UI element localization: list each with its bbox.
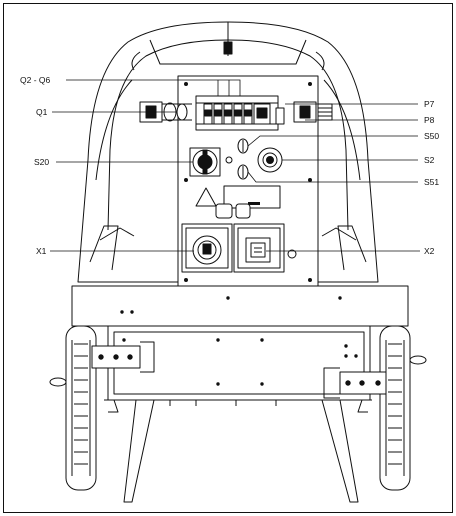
- selector-switch-s20: [189, 147, 221, 177]
- label-p7: P7: [424, 99, 435, 109]
- indicator-lamp-s51: [237, 164, 249, 180]
- left-bracket: [91, 341, 155, 373]
- label-q1: Q1: [36, 107, 48, 117]
- label-p8: P8: [424, 115, 435, 125]
- circuit-breaker-row: [195, 95, 285, 131]
- leader-lines: [50, 79, 420, 252]
- indicator-lamp-s50: [237, 138, 249, 154]
- cable-clamps: [215, 203, 251, 219]
- socket-outlet-x2: [233, 223, 285, 273]
- right-wheel: [379, 325, 427, 491]
- lower-chassis: [107, 325, 371, 406]
- machine-deck: [71, 285, 409, 327]
- label-s20: S20: [34, 157, 49, 167]
- right-cable-glands: [293, 101, 333, 123]
- left-stabiliser-leg: [104, 399, 155, 503]
- right-stabiliser-leg: [321, 399, 372, 503]
- warning-triangle-icon: [195, 187, 217, 207]
- callout-labels: Q2 - Q6 Q1 S20 X1 P7 P8 S50 S2 S51 X2: [20, 75, 439, 256]
- socket-outlet-x1: [181, 223, 233, 273]
- label-q2-q6: Q2 - Q6: [20, 75, 51, 85]
- ground-stud: [287, 249, 297, 259]
- label-s2: S2: [424, 155, 435, 165]
- label-x1: X1: [36, 246, 47, 256]
- small-bolt: [225, 156, 233, 164]
- frame-border: [3, 3, 453, 513]
- label-plate: [223, 185, 281, 209]
- label-x2: X2: [424, 246, 435, 256]
- right-bracket: [323, 367, 387, 399]
- left-wheel: [49, 325, 97, 491]
- emergency-button-s2: [257, 147, 283, 173]
- label-s50: S50: [424, 131, 439, 141]
- label-s51: S51: [424, 177, 439, 187]
